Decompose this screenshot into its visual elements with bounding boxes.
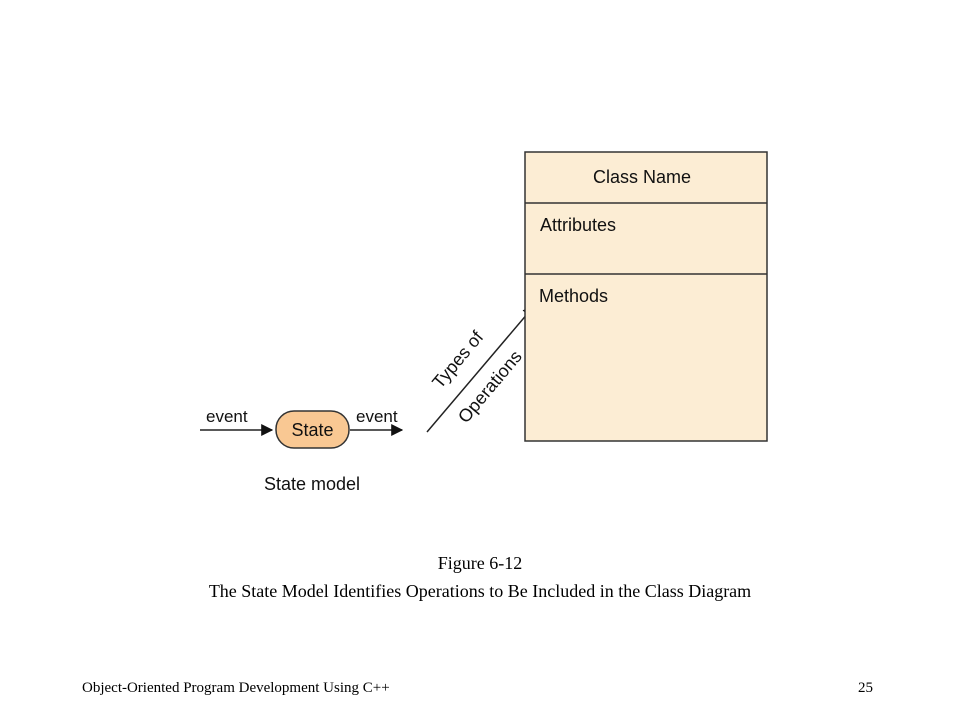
figure-title: The State Model Identifies Operations to… [208, 581, 752, 601]
class-box [524, 151, 768, 442]
operations-arrow [426, 305, 535, 433]
event-out-label: event [356, 407, 398, 426]
event-in-label: event [206, 407, 248, 426]
operations-label: Types of Operations [428, 326, 526, 426]
attributes-label: Attributes [540, 215, 616, 235]
course-title: Object-Oriented Program Development Usin… [82, 680, 390, 696]
state-label: State [291, 420, 333, 440]
state-model-label: State model [264, 474, 360, 494]
methods-label: Methods [539, 286, 608, 306]
figure-number: Figure 6-12 [437, 553, 523, 573]
class-name-label: Class Name [593, 167, 691, 187]
operations-label-line1: Types of [428, 326, 488, 392]
page-number: 25 [858, 680, 873, 696]
state-node [275, 410, 350, 449]
